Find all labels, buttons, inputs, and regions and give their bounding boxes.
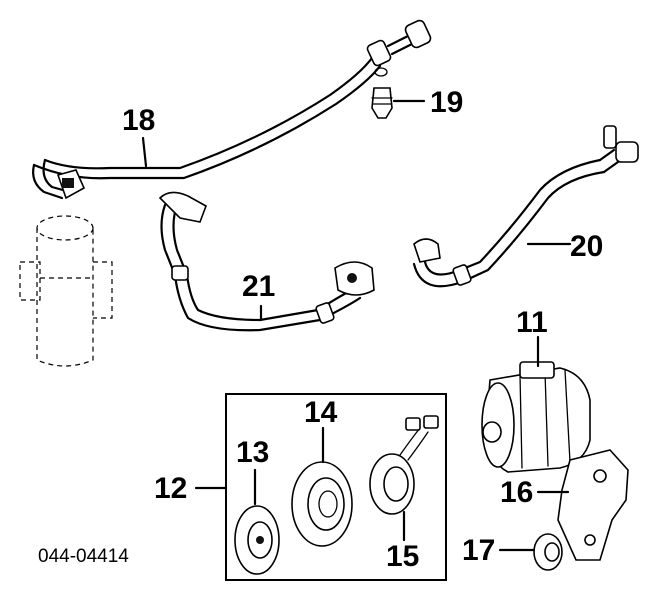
field-coil-15 xyxy=(369,415,439,542)
receiver-drier xyxy=(19,215,113,367)
compressor-11 xyxy=(481,335,591,473)
liquid-hose-21 xyxy=(158,191,375,332)
label-14: 14 xyxy=(304,396,338,429)
label-13: 13 xyxy=(236,436,269,469)
label-15: 15 xyxy=(386,540,419,573)
label-21: 21 xyxy=(242,270,275,303)
discharge-hose-18 xyxy=(32,19,432,200)
drawing-code: 044-04414 xyxy=(38,546,129,567)
label-16: 16 xyxy=(500,476,533,509)
suction-hose-20 xyxy=(412,125,639,288)
leader-18 xyxy=(141,136,148,168)
clutch-kit-box-12 xyxy=(194,393,447,581)
label-17: 17 xyxy=(462,534,495,567)
label-19: 19 xyxy=(430,86,463,119)
label-18: 18 xyxy=(122,104,155,137)
label-12: 12 xyxy=(154,472,187,505)
label-11: 11 xyxy=(516,306,548,339)
bracket-16 xyxy=(536,449,629,561)
pressure-plate-13 xyxy=(234,468,280,575)
pulley-14 xyxy=(291,426,353,547)
label-20: 20 xyxy=(570,230,603,263)
charge-valve-19 xyxy=(371,67,426,119)
bearing-17 xyxy=(498,533,563,571)
